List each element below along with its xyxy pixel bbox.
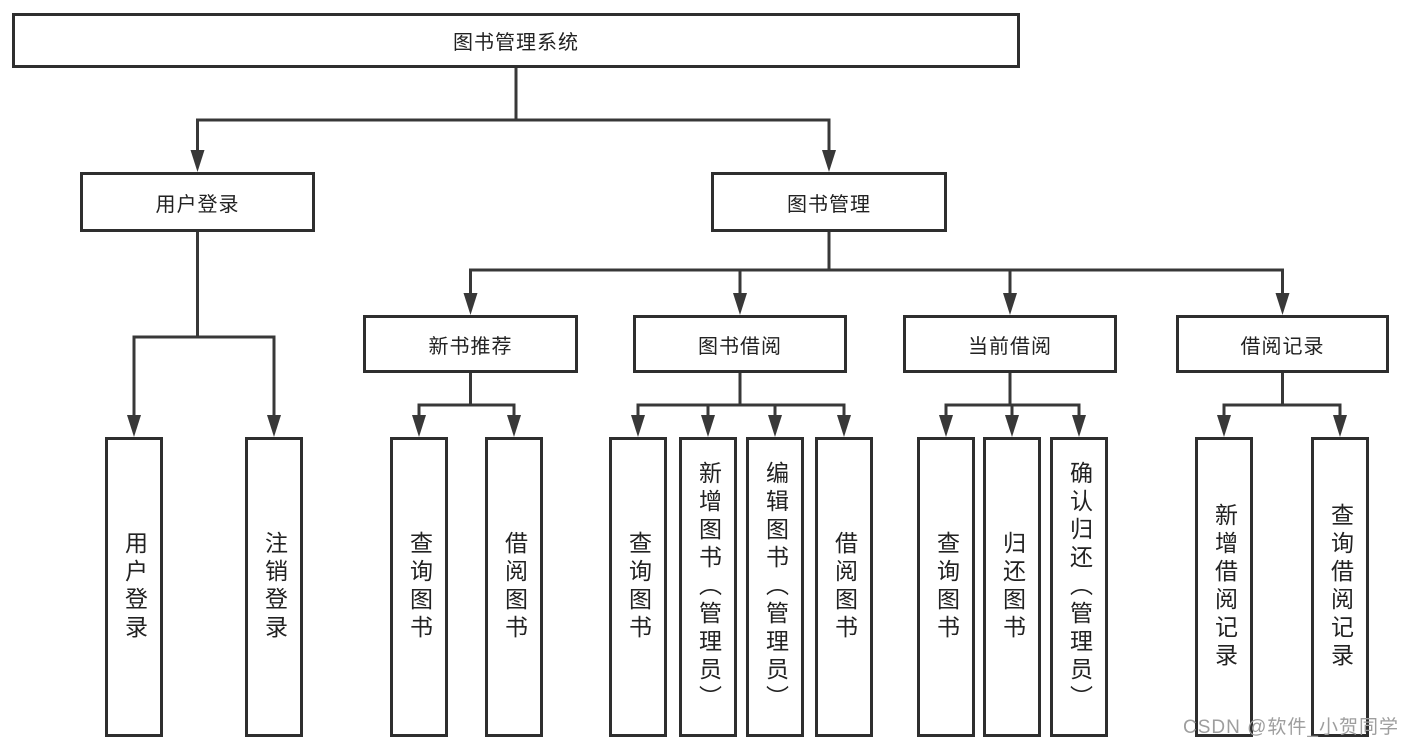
node-new-book-recommend: 新书推荐 — [363, 315, 578, 373]
leaf-edit-book-admin: 编辑图书（管理员） — [746, 437, 804, 737]
node-book-management: 图书管理 — [711, 172, 947, 232]
leaf-borrow-book-recommend: 借阅图书 — [485, 437, 543, 737]
node-user-login: 用户登录 — [80, 172, 315, 232]
leaf-add-borrow-record: 新增借阅记录 — [1195, 437, 1253, 737]
leaf-query-borrow-record: 查询借阅记录 — [1311, 437, 1369, 737]
node-borrow-records: 借阅记录 — [1176, 315, 1389, 373]
leaf-return-book: 归还图书 — [983, 437, 1041, 737]
leaf-query-book-borrow: 查询图书 — [609, 437, 667, 737]
arrowhead-group — [127, 150, 1347, 437]
leaf-query-book-current: 查询图书 — [917, 437, 975, 737]
leaf-logout-login: 注销登录 — [245, 437, 303, 737]
leaf-query-book-recommend: 查询图书 — [390, 437, 448, 737]
node-current-borrow: 当前借阅 — [903, 315, 1117, 373]
leaf-user-login: 用户登录 — [105, 437, 163, 737]
leaf-add-book-admin: 新增图书（管理员） — [679, 437, 737, 737]
leaf-borrow-book: 借阅图书 — [815, 437, 873, 737]
node-library-management-system: 图书管理系统 — [12, 13, 1020, 68]
node-book-borrow: 图书借阅 — [633, 315, 847, 373]
leaf-confirm-return-admin: 确认归还（管理员） — [1050, 437, 1108, 737]
